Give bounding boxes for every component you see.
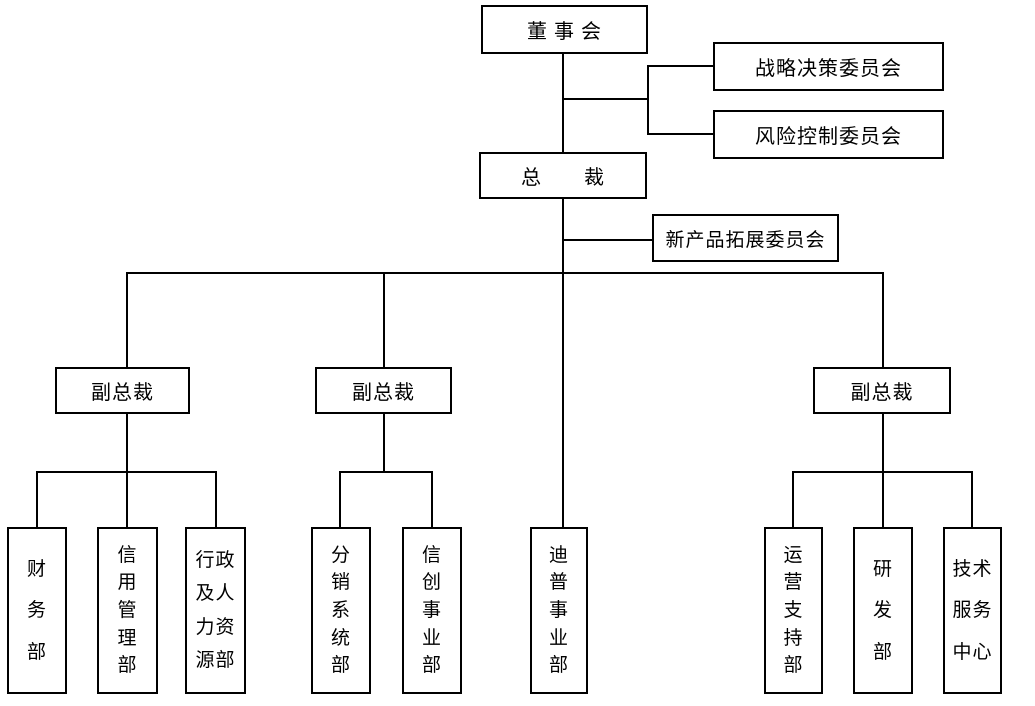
connector-drop-operations [792,471,794,527]
box-label-line: 事 [421,599,442,621]
box-label-line: 支 [783,599,804,621]
box-label-line: 及人 [195,583,236,605]
box-label-line: 销 [330,572,351,594]
box-label-line: 技术 [952,558,993,580]
box-label-line: 部 [548,655,569,677]
connector-drop-tech-service [971,471,973,527]
box-label-line: 理 [117,627,138,649]
box-label-line: 部 [872,641,893,663]
node-dept-admin-hr: 行政及人力资源部 [185,527,246,694]
connector-committees-bracket [647,65,649,135]
box-label-line: 部 [26,641,47,663]
box-label-line: 部 [117,655,138,677]
node-dept-finance: 财务部 [7,527,67,694]
box-label-line: 行政 [195,550,236,572]
box-label-line: 业 [548,627,569,649]
box-label-line: 服务 [952,600,993,621]
connector-drop-vp-left [126,272,128,367]
node-risk-committee: 风险控制委员会 [713,110,944,159]
box-label-line: 系 [330,599,351,621]
box-label-line: 业 [421,627,442,649]
box-label-line: 事 [548,599,569,621]
node-dept-tech-service-center: 技术服务中心 [943,527,1002,694]
box-label-line: 部 [783,655,804,677]
connector-main-distribution [126,272,884,274]
connector-vp-right-trunk [882,414,884,527]
node-vp-middle: 副总裁 [315,367,452,414]
connector-new-product-committee [562,239,652,241]
connector-drop-xinchuang [431,471,433,527]
node-dept-dipu-business: 迪普事业部 [530,527,588,694]
node-dept-xinchuang-business: 信创事业部 [402,527,462,694]
box-label-line: 管 [117,599,138,621]
connector-strategy-committee [647,65,713,67]
box-label-line: 统 [330,627,351,649]
box-label-line: 普 [548,572,569,594]
node-new-product-committee: 新产品拓展委员会 [652,214,839,262]
connector-right-group-bar [792,471,973,473]
connector-drop-vp-right [882,272,884,367]
node-vp-left: 副总裁 [55,367,190,414]
connector-drop-distribution [339,471,341,527]
connector-president-trunk [562,199,564,527]
connector-drop-admin-hr [215,471,217,527]
node-board-of-directors: 董 事 会 [481,5,648,54]
box-label-line: 中心 [952,641,993,663]
box-label-line: 运 [783,544,804,566]
connector-vp-middle-trunk [383,414,385,473]
box-label-line: 信 [117,544,138,566]
connector-board-president [562,54,564,152]
box-label-line: 用 [117,572,138,594]
node-dept-rnd: 研发部 [853,527,913,694]
box-label-line: 务 [26,600,47,621]
box-label-line: 研 [872,558,893,580]
box-label-line: 力资 [195,616,236,638]
connector-left-group-bar [36,471,217,473]
connector-board-committees [562,98,649,100]
connector-drop-finance [36,471,38,527]
connector-vp-left-trunk [126,414,128,527]
node-dept-credit-management: 信用管理部 [97,527,158,694]
box-label-line: 部 [421,655,442,677]
node-dept-operations-support: 运营支持部 [764,527,823,694]
box-label-line: 源部 [195,649,236,671]
box-label-line: 财 [26,558,47,580]
node-strategy-committee: 战略决策委员会 [713,42,944,91]
box-label-line: 分 [330,544,351,566]
box-label-line: 创 [421,572,442,594]
box-label-line: 部 [330,655,351,677]
connector-risk-committee [647,133,713,135]
box-label-line: 持 [783,627,804,649]
node-dept-distribution: 分销系统部 [311,527,371,694]
connector-middle-group-bar [339,471,433,473]
connector-drop-vp-middle [383,272,385,367]
node-vp-right: 副总裁 [813,367,951,414]
node-president: 总 裁 [479,152,647,199]
box-label-line: 信 [421,544,442,566]
box-label-line: 迪 [548,544,569,566]
box-label-line: 发 [872,600,893,621]
box-label-line: 营 [783,572,804,594]
